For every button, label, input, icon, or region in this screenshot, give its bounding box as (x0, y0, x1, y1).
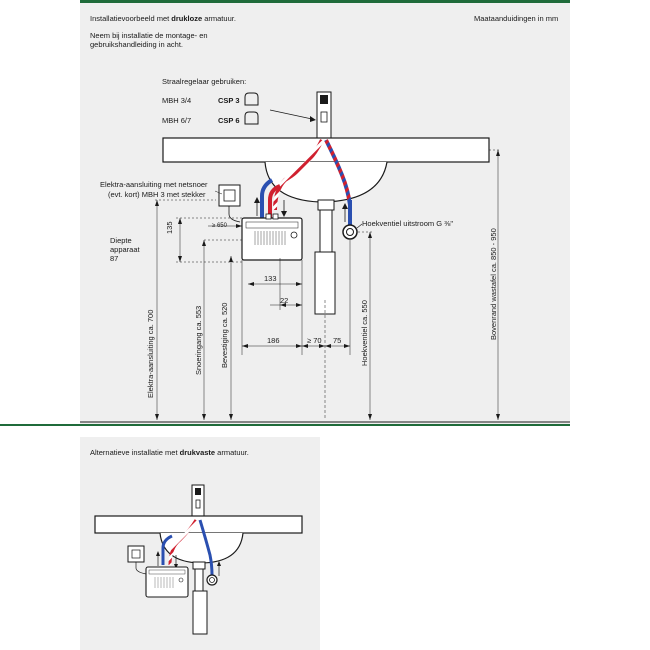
water-heater (241, 213, 303, 261)
top-accent-line (80, 0, 570, 3)
regulator-code-2: CSP 6 (218, 116, 240, 125)
bottom-wall-socket (127, 545, 147, 575)
flow-arrows (254, 197, 348, 222)
bottom-heading: Alternatieve installatie met drukvaste a… (90, 448, 249, 457)
regulator-model-1: MBH 3/4 (162, 96, 192, 105)
dimension-lines (155, 149, 500, 420)
bottom-countertop (94, 515, 303, 534)
regulator-model-2: MBH 6/7 (162, 116, 192, 125)
dimension-arrows (155, 150, 500, 420)
dim-186: 186 (267, 336, 280, 345)
angle-valve-label: Hoekventiel uitstroom G ⅜" (362, 219, 454, 228)
depth-label-line2: apparaat (110, 245, 140, 254)
section-divider (0, 424, 570, 426)
bottom-angle-valve (206, 574, 218, 586)
install-note-line1: Neem bij installatie de montage- en (90, 31, 208, 40)
dim-70: ≥ 70 (307, 336, 322, 345)
depth-label-line3: 87 (110, 254, 119, 263)
top-heading: Installatievoorbeeld met drukloze armatu… (90, 14, 236, 23)
regulator-icon-1 (244, 92, 259, 106)
faucet (316, 91, 332, 139)
faucet-hoses (273, 139, 352, 211)
install-note-line2: gebruikshandleiding in acht. (90, 40, 183, 49)
dim-133: 133 (264, 274, 277, 283)
units-note: Maataanduidingen in mm (474, 14, 559, 23)
dim-22: 22 (280, 296, 289, 305)
regulator-code-1: CSP 3 (218, 96, 240, 105)
regulator-icon-2 (244, 111, 259, 125)
bottom-flow-arrows (156, 551, 221, 576)
angle-valve (342, 224, 358, 240)
regulator-pointer (269, 109, 316, 122)
wall-socket (218, 184, 241, 223)
bottom-water-heater (145, 566, 189, 598)
dim-75: 75 (333, 336, 342, 345)
regulator-title: Straalregelaar gebruiken: (162, 77, 247, 86)
depth-label-line1: Diepte (110, 236, 132, 245)
electra-label-line1: Elektra-aansluiting met netsnoer (100, 180, 208, 189)
electra-label-line2: (evt. kort) MBH 3 met stekker (108, 190, 206, 199)
bottom-hoses (161, 519, 214, 576)
heater-supply-pipes (260, 178, 281, 218)
bottom-drain-pipe (192, 561, 208, 635)
bottom-faucet (191, 484, 205, 519)
drain-pipe (314, 199, 336, 315)
